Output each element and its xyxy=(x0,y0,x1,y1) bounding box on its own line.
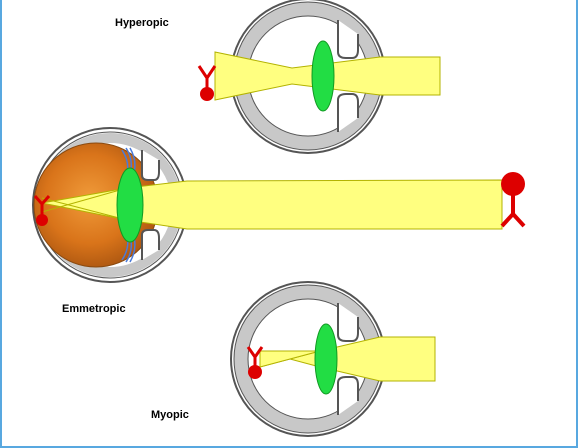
emmetropic-ciliary-top xyxy=(141,150,160,181)
emmetropic-eye xyxy=(32,127,526,283)
emmetropic-label: Emmetropic xyxy=(62,303,126,315)
hyperopic-inverted-image-icon xyxy=(197,65,217,101)
myopic-eye xyxy=(230,281,436,437)
myopic-ciliary-bottom xyxy=(337,376,359,415)
hyperopic-label: Hyperopic xyxy=(115,17,169,29)
hyperopic-ciliary-bottom xyxy=(337,93,359,132)
hyperopic-lens xyxy=(311,40,335,112)
red-arrow-object-icon xyxy=(500,172,526,228)
myopic-inverted-image-icon xyxy=(246,346,264,379)
emmetropic-ciliary-bottom xyxy=(141,229,160,260)
emmetropic-inverted-image-icon xyxy=(33,195,51,226)
myopic-lens xyxy=(314,323,338,395)
myopic-label: Myopic xyxy=(151,409,189,421)
emmetropic-light-beam xyxy=(41,179,503,230)
hyperopic-eye xyxy=(197,0,441,154)
hyperopic-ciliary-top xyxy=(337,20,359,59)
myopic-ciliary-top xyxy=(337,303,359,342)
emmetropic-lens xyxy=(116,167,144,243)
